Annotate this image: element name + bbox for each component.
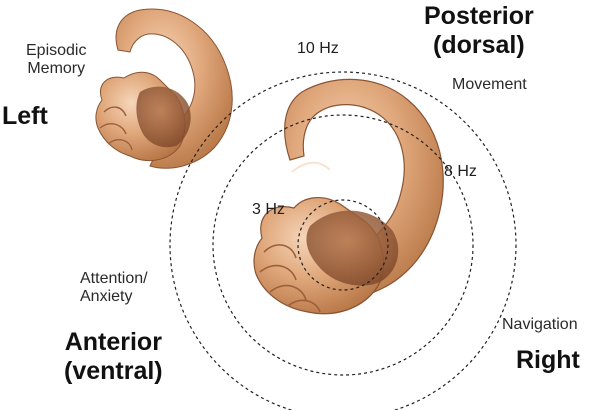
label-movement: Movement bbox=[452, 76, 527, 93]
label-left: Left bbox=[2, 102, 48, 130]
left-hippocampus-illustration bbox=[95, 8, 233, 169]
label-10hz: 10 Hz bbox=[297, 40, 339, 57]
label-posterior: Posterior bbox=[424, 2, 534, 30]
label-anterior: Anterior bbox=[64, 328, 162, 356]
left-hippocampus-inner-fold bbox=[136, 86, 191, 148]
label-right: Right bbox=[516, 346, 580, 374]
label-anterior-ventral: Anterior (ventral) bbox=[64, 328, 163, 386]
frequency-circles bbox=[169, 71, 517, 410]
right-hippocampus-ridges bbox=[259, 244, 321, 313]
left-hippocampus-tail bbox=[115, 8, 233, 169]
label-episodic: Episodic bbox=[26, 42, 87, 59]
label-navigation: Navigation bbox=[502, 316, 578, 333]
label-anxiety: Anxiety bbox=[80, 288, 133, 306]
left-hippocampus-ridges bbox=[99, 106, 133, 151]
label-posterior-dorsal: Posterior (dorsal) bbox=[424, 2, 534, 60]
label-attention: Attention/ bbox=[80, 270, 148, 287]
circle-8hz bbox=[212, 114, 474, 376]
label-dorsal: (dorsal) bbox=[433, 30, 525, 59]
label-ventral: (ventral) bbox=[64, 356, 163, 385]
label-3hz: 3 Hz bbox=[252, 201, 285, 218]
right-hippocampus-inner-fold bbox=[306, 210, 399, 286]
label-episodic-memory: Episodic Memory bbox=[26, 42, 86, 79]
right-hippocampus-illustration bbox=[253, 78, 444, 315]
label-8hz: 8 Hz bbox=[444, 163, 477, 180]
right-hippocampus-highlight bbox=[291, 161, 331, 173]
circle-3hz bbox=[297, 199, 389, 291]
label-attention-anxiety: Attention/ Anxiety bbox=[80, 270, 148, 307]
circle-10hz bbox=[169, 71, 517, 410]
label-memory: Memory bbox=[27, 60, 86, 78]
